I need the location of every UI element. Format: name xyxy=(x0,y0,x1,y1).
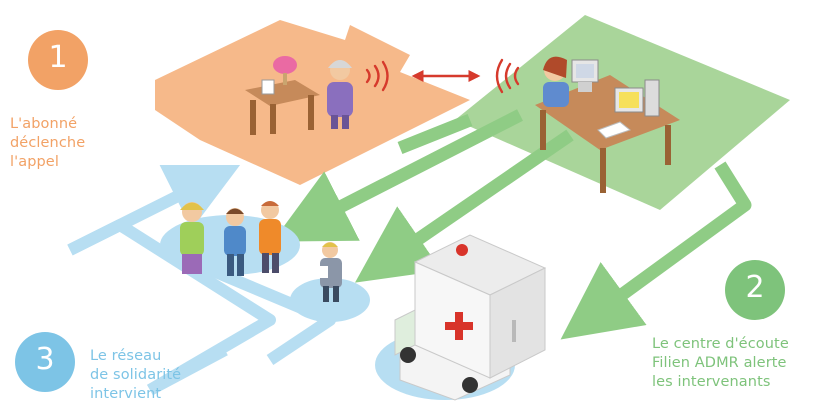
ambulance-icon xyxy=(394,234,547,401)
operator-scene xyxy=(535,56,680,193)
step-3-number: 3 xyxy=(35,342,55,377)
arrow-to-ambulance xyxy=(560,161,752,340)
subscriber-scene xyxy=(245,56,353,135)
step-1-circle xyxy=(28,30,88,90)
step-3-caption: Le réseau de solidarité intervient xyxy=(90,348,182,402)
network-arrow-to-house xyxy=(67,164,241,256)
doctor-pad xyxy=(290,278,370,322)
people-group-icon xyxy=(180,201,281,276)
step-2-caption: Le centre d'écoute Filien ADMR alerte le… xyxy=(652,336,789,390)
step-3-circle xyxy=(15,332,75,392)
step-2-circle xyxy=(725,260,785,320)
network-line-bottom xyxy=(147,344,228,396)
arrow-to-doctor xyxy=(354,129,574,283)
signal-waves xyxy=(365,58,520,94)
step-1-caption: L'abonné déclenche l'appel xyxy=(10,116,86,170)
arrow-link-house xyxy=(397,113,473,155)
arrow-to-people xyxy=(272,109,523,242)
step-1-number: 1 xyxy=(48,40,68,75)
doctor-icon xyxy=(318,242,342,302)
center-arrows xyxy=(272,109,752,340)
step-2-number: 2 xyxy=(745,270,765,305)
